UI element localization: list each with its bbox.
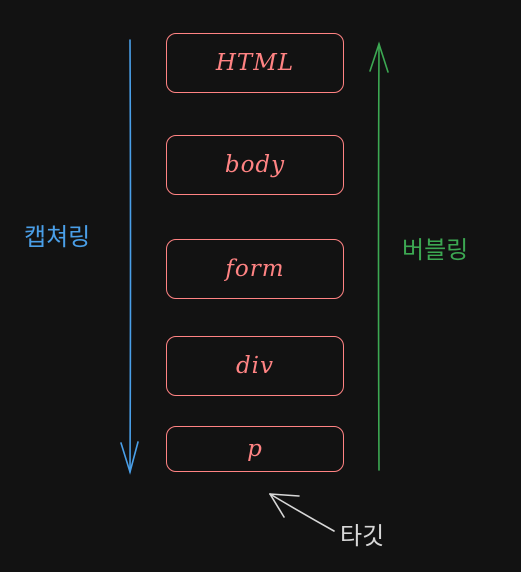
node-body: body <box>166 135 344 195</box>
capture-arrow <box>120 39 139 475</box>
node-p: p <box>166 426 344 472</box>
target-pointer-arrow <box>269 493 335 532</box>
target-label: 타깃 <box>340 522 385 550</box>
node-div: div <box>166 336 344 396</box>
capture-label: 캡쳐링 <box>24 223 91 251</box>
bubble-arrow <box>369 41 389 471</box>
bubble-label: 버블링 <box>402 236 469 264</box>
node-html: HTML <box>166 33 344 93</box>
node-form: form <box>166 239 344 299</box>
